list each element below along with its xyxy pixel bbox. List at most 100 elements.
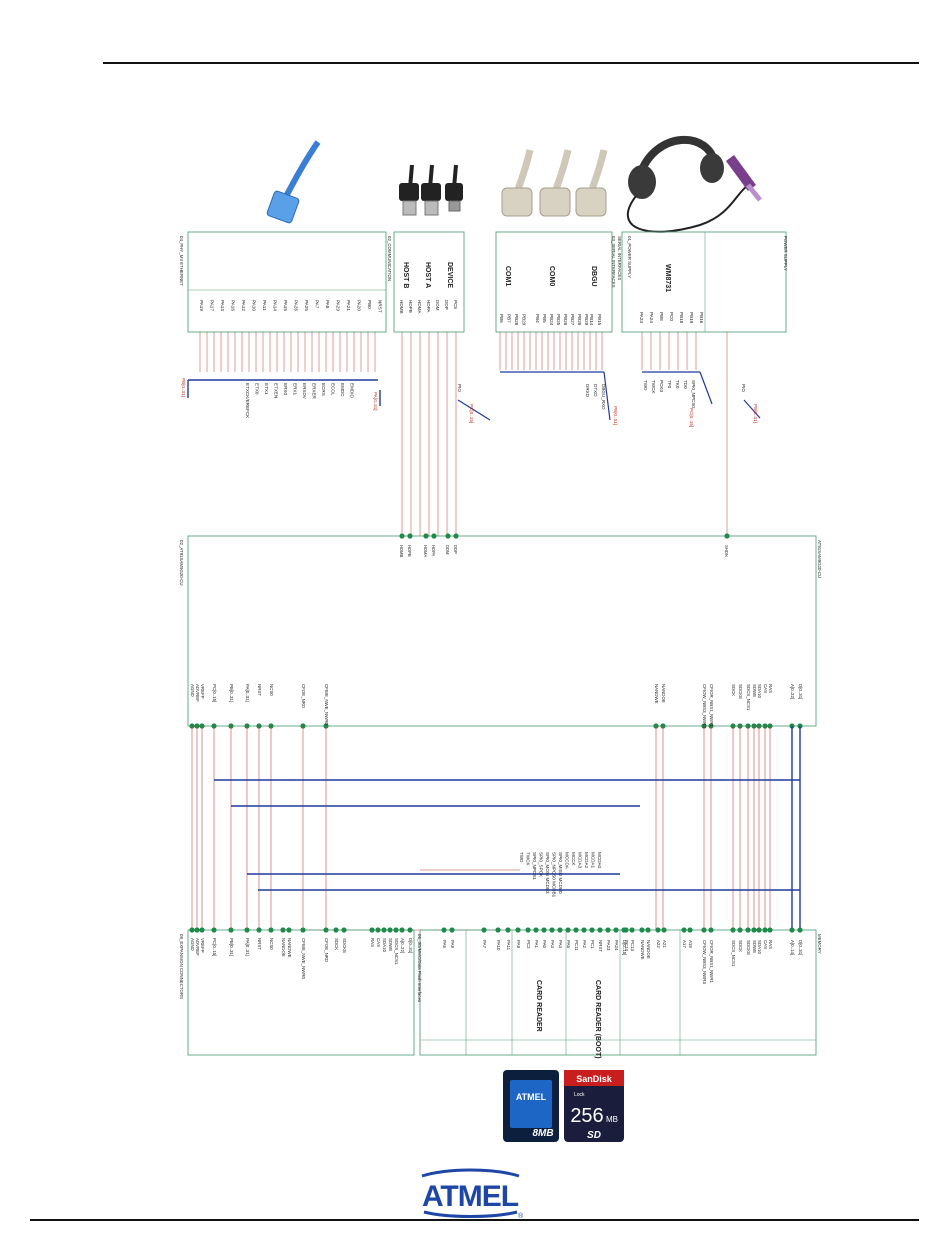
- mem-dot-14: [655, 927, 661, 933]
- card-dot-14: [589, 927, 595, 933]
- comm-device-2: DEVICE: [446, 262, 453, 288]
- exp-dot-11: [323, 927, 329, 933]
- ethernet-pin-14: PA21: [346, 300, 351, 311]
- exp-dot-8: [280, 927, 286, 933]
- card-dot-4: [505, 927, 511, 933]
- mem-pin-10: CFIOW_NBS3_NWR3: [702, 940, 707, 984]
- mem-pin-14: A22: [656, 940, 661, 948]
- ethernet-pin-17: NRST: [378, 300, 383, 313]
- mem-pin-6: SDCKE: [746, 940, 751, 955]
- mcu-left-pin-0: AGND: [190, 684, 195, 697]
- ethernet-pin-7: PA14: [273, 300, 278, 311]
- card-func-12: TWD: [519, 852, 524, 863]
- ethernet-pin-4: PA12: [241, 300, 246, 311]
- comm-bus-label: PC[0..15]: [469, 404, 474, 423]
- mcu-block: [187, 535, 817, 727]
- mcu-top-pin-2: HDMA: [423, 545, 428, 558]
- card-pin-7: PA1: [534, 940, 539, 949]
- mcu-right-pin-12: NANDWE: [654, 684, 659, 704]
- mem-dot-1: [789, 927, 795, 933]
- power-pin-2: PB8: [659, 312, 664, 321]
- mcu-top-dot-3: [431, 533, 437, 539]
- mcu-right-pin-0: D[0..31]: [798, 684, 803, 699]
- expansion-sub: 08_EXPANSION CONNECTORS: [179, 934, 184, 999]
- card1-size: 8MB: [532, 1128, 553, 1139]
- mcu-right-pin-7: SDCKE: [738, 684, 743, 699]
- serial-com0-pin-6: PB28: [577, 314, 582, 326]
- mem-dot-4: [756, 927, 762, 933]
- sd-cards: ATMEL 8MB SanDisk Lock 256 MB SD: [503, 1070, 624, 1142]
- card-func-7: SPI0_NPCS0 MCDB1: [552, 852, 557, 898]
- ethernet-pin-2: PA13: [220, 300, 225, 311]
- power-pin-1: PA24: [649, 312, 654, 323]
- exp-dot-9: [286, 927, 292, 933]
- exp-pin-10: CFWE_NWE_NWR0: [301, 938, 306, 980]
- card-pin-11: PA5: [566, 940, 571, 949]
- mcu-top-dot-5: [453, 533, 459, 539]
- exp-pin-6: NRST: [257, 938, 262, 950]
- mem-dot-16: [639, 927, 645, 933]
- comm-pin-5: DDP: [444, 300, 449, 310]
- card2-capacity: 256: [570, 1105, 603, 1127]
- ethernet-pin-15: PA20: [357, 300, 362, 311]
- mcu-right-pin-10: CFIOW_NBS3_NWR3: [702, 684, 707, 728]
- exp-dot-3: [211, 927, 217, 933]
- ethernet-pin-5: PA10: [252, 300, 257, 311]
- exp-dot-14: [369, 927, 375, 933]
- exp-pin-9: NANDWE: [287, 938, 292, 958]
- exp-pin-4: PB[0..31]: [229, 938, 234, 956]
- mcu-top-pin-5: DDP: [453, 545, 458, 554]
- eth-func-0: ETXCK/EREFCK: [245, 383, 250, 419]
- mem-dot-15: [645, 927, 651, 933]
- serial-com0-pin-0: PB4: [535, 314, 540, 323]
- mem-dot-6: [745, 927, 751, 933]
- mem-dot-0: [797, 927, 803, 933]
- eth-bus2-label: PB[0..31]: [181, 378, 186, 397]
- mcu-right-pin-9: CFIOR_NBS1_NWR1: [709, 684, 714, 727]
- serial-bus-tail: [603, 371, 611, 421]
- power-pin-6: PB16: [699, 312, 704, 324]
- card-dot-12: [573, 927, 579, 933]
- eth-func-6: ERXDV: [302, 383, 307, 400]
- card-reader: CARD READER: [535, 980, 542, 1032]
- power-pin-3: PC0: [669, 312, 674, 321]
- power-bus-b-label: PB[0..31]: [753, 404, 758, 423]
- mem-dot-2: [767, 927, 773, 933]
- mcu-title: AT91SAM9G20-CU: [817, 540, 822, 578]
- power-bus-b: [743, 399, 761, 419]
- ethernet-sub: 04_PHY_MII ETHERNET: [179, 236, 184, 286]
- card-pin-17: PA24: [614, 940, 619, 951]
- ethernet-pin-13: PA29: [336, 300, 341, 311]
- power-func-2: PCK0: [659, 380, 664, 392]
- card-dot-6: [525, 927, 531, 933]
- comm-bus: [457, 399, 491, 421]
- mcu-left-pin-5: PA[0..31]: [245, 684, 250, 702]
- eth-func-8: ECRS: [321, 383, 326, 396]
- exp-pin-15: CAS: [376, 938, 381, 947]
- mem-dot-13: [661, 927, 667, 933]
- card-func-4: MCCK: [571, 852, 576, 866]
- card-pin-16: PA23: [606, 940, 611, 951]
- card2-logo: SD: [587, 1130, 601, 1141]
- card-dot-7: [533, 927, 539, 933]
- card-pin-9: PA3: [550, 940, 555, 949]
- exp-dot-12: [333, 927, 339, 933]
- serial-sub: 03_SERIAL INTERFACES: [611, 236, 616, 288]
- serial-com0-pin-4: PB26: [563, 314, 568, 326]
- headphones: [627, 136, 762, 233]
- mem-dot-9: [708, 927, 714, 933]
- card-dot-0: [441, 927, 447, 933]
- power-pin-0: PA23: [639, 312, 644, 323]
- serial-com0-pin-2: PB24: [549, 314, 554, 326]
- exp-dot-18: [393, 927, 399, 933]
- mcu-left-pin-8: CFOE_NRD: [301, 684, 306, 708]
- card-pin-14: PC1: [590, 940, 595, 949]
- card-pin-0: PA6: [442, 940, 447, 949]
- card-dot-2: [481, 927, 487, 933]
- mem-dot-10: [701, 927, 707, 933]
- exp-pin-20: D[0..31]: [408, 938, 413, 953]
- mem-pin-5: SDWE: [752, 940, 757, 953]
- eth-func-2: ETX1: [264, 383, 269, 395]
- eth-func-1: ETX0: [255, 383, 260, 395]
- exp-dot-1: [194, 927, 200, 933]
